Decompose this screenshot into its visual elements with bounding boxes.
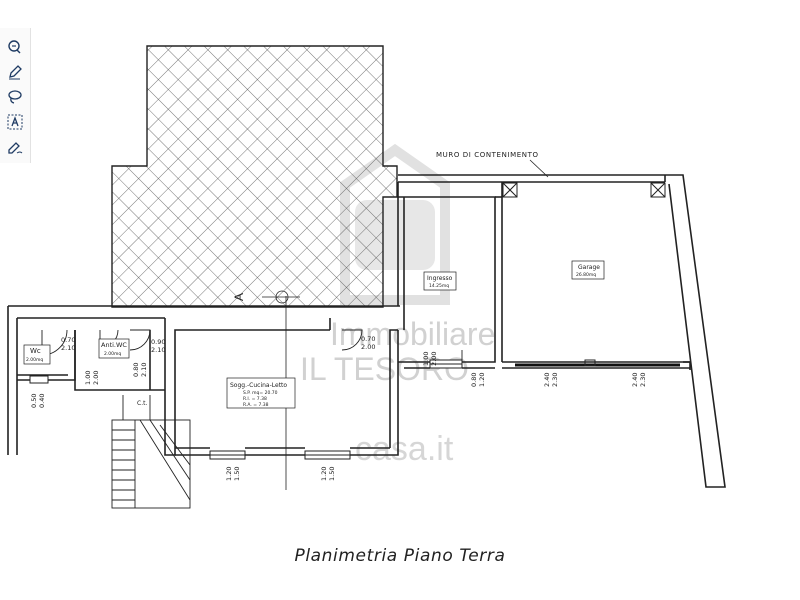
- stairs: [111, 395, 191, 509]
- pen-icon[interactable]: [6, 63, 24, 81]
- dim-080-a: 0.80: [132, 363, 140, 377]
- retaining-wall-label: MURO DI CONTENIMENTO: [436, 151, 539, 159]
- room-antiwc: Anti.WC 2.00mq: [98, 338, 130, 359]
- dim-100-l-b: 2.00: [92, 371, 100, 385]
- room-ingresso-name: Ingresso: [427, 275, 453, 282]
- dim-100-r-b: 2.00: [430, 352, 438, 366]
- dimension-labels: 0.70 2.10 0.90 2.10 0.70 2.00 0.50 0.40 …: [30, 335, 647, 481]
- dim-240-b-a: 2.40: [631, 373, 639, 387]
- dim-070-wc-a: 0.70: [61, 336, 75, 344]
- room-main: Sogg.-Cucina-Letto S.P. mq= 20.70 R.I. =…: [226, 377, 296, 409]
- section-mark-label: A: [232, 293, 246, 301]
- dim-070-ing-a: 0.70: [361, 335, 375, 343]
- room-main-ra: R.A. = 7.38: [243, 402, 269, 408]
- dim-120-a-a: 1.20: [225, 467, 233, 481]
- room-wc-area: 2.00mq: [26, 357, 43, 363]
- dim-120-b-b: 1.50: [328, 467, 336, 481]
- room-garage-area: 26.80mq: [576, 272, 596, 278]
- sign-icon[interactable]: [6, 138, 24, 156]
- text-select-icon[interactable]: [6, 113, 24, 131]
- column-marks: [502, 182, 666, 367]
- room-wc: Wc 2.00mq: [23, 344, 51, 365]
- annotation-toolbar: [0, 28, 31, 163]
- room-ingresso: Ingresso 14.25mq: [423, 271, 457, 291]
- dim-120-b-a: 1.20: [320, 467, 328, 481]
- dim-080-ing-b: 1.20: [478, 373, 486, 387]
- annotate-icon[interactable]: [6, 38, 24, 56]
- dim-120-a-b: 1.50: [233, 467, 241, 481]
- watermark-line3: casa.it: [355, 430, 454, 468]
- room-garage-name: Garage: [578, 264, 600, 271]
- retaining-wall-leader: [529, 159, 549, 178]
- dim-100-l-a: 1.00: [84, 371, 92, 385]
- dim-050-a: 0.50: [30, 394, 38, 408]
- room-antiwc-area: 2.00mq: [104, 351, 121, 357]
- room-antiwc-name: Anti.WC: [101, 341, 127, 349]
- room-main-name: Sogg.-Cucina-Letto: [230, 382, 287, 389]
- dim-050-b: 0.40: [38, 394, 46, 408]
- room-ct-label: C.t.: [137, 400, 147, 407]
- room-main-area: S.P. mq= 20.70: [243, 390, 278, 396]
- hatched-terrace: [111, 45, 398, 308]
- dim-240-b-b: 2.30: [639, 373, 647, 387]
- room-wc-name: Wc: [30, 347, 41, 355]
- plan-caption: Planimetria Piano Terra: [294, 546, 506, 566]
- watermark-line1: Immobiliare: [330, 316, 495, 352]
- watermark-line2: IL TESORO: [300, 351, 469, 387]
- dim-080-ing-a: 0.80: [470, 373, 478, 387]
- room-main-ri: R.I. = 7.38: [243, 396, 267, 402]
- room-garage: Garage 26.80mq: [571, 260, 605, 280]
- windows: [29, 359, 463, 460]
- dim-070-ing-b: 2.00: [361, 343, 375, 351]
- dim-090-a: 0.90: [151, 338, 165, 346]
- walls: [7, 174, 726, 488]
- dim-070-wc-b: 2.10: [61, 344, 75, 352]
- dim-240-a-b: 2.30: [551, 373, 559, 387]
- dim-240-a-a: 2.40: [543, 373, 551, 387]
- room-ingresso-area: 14.25mq: [429, 283, 449, 289]
- lasso-icon[interactable]: [6, 88, 24, 106]
- dim-100-r-a: 1.00: [422, 352, 430, 366]
- dim-080-b: 2.10: [140, 363, 148, 377]
- dim-090-b: 2.10: [151, 346, 165, 354]
